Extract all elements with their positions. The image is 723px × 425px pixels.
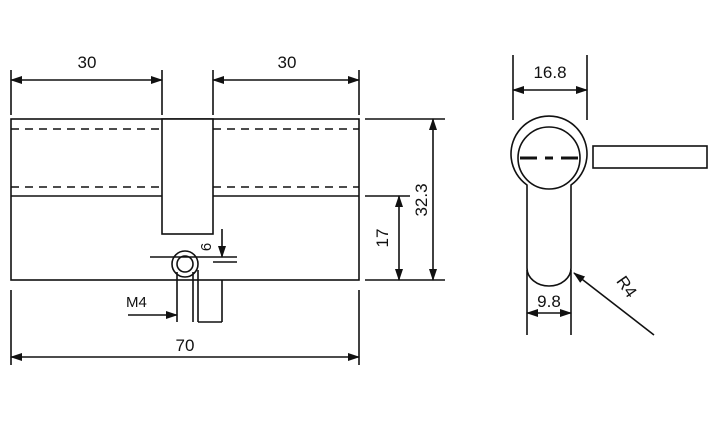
label-total-length: 70 (176, 336, 195, 355)
label-bottom-width: 9.8 (537, 292, 561, 311)
front-view (10, 70, 445, 365)
label-right-half: 30 (278, 53, 297, 72)
label-screw-offset: 6 (198, 243, 215, 251)
label-radius: R4 (612, 272, 640, 301)
cylinder-plug (517, 126, 581, 190)
label-top-width: 16.8 (533, 63, 566, 82)
leader-radius (573, 272, 655, 336)
cam-bar (592, 145, 708, 169)
label-height: 32.3 (412, 183, 431, 216)
cam-slot (161, 118, 214, 235)
side-view (510, 55, 708, 336)
screw-hole-outer (171, 250, 199, 278)
screw-hole-inner (176, 255, 194, 273)
label-screw-thread: M4 (126, 294, 147, 311)
label-left-half: 30 (78, 53, 97, 72)
label-cam-to-bottom: 17 (373, 229, 392, 248)
